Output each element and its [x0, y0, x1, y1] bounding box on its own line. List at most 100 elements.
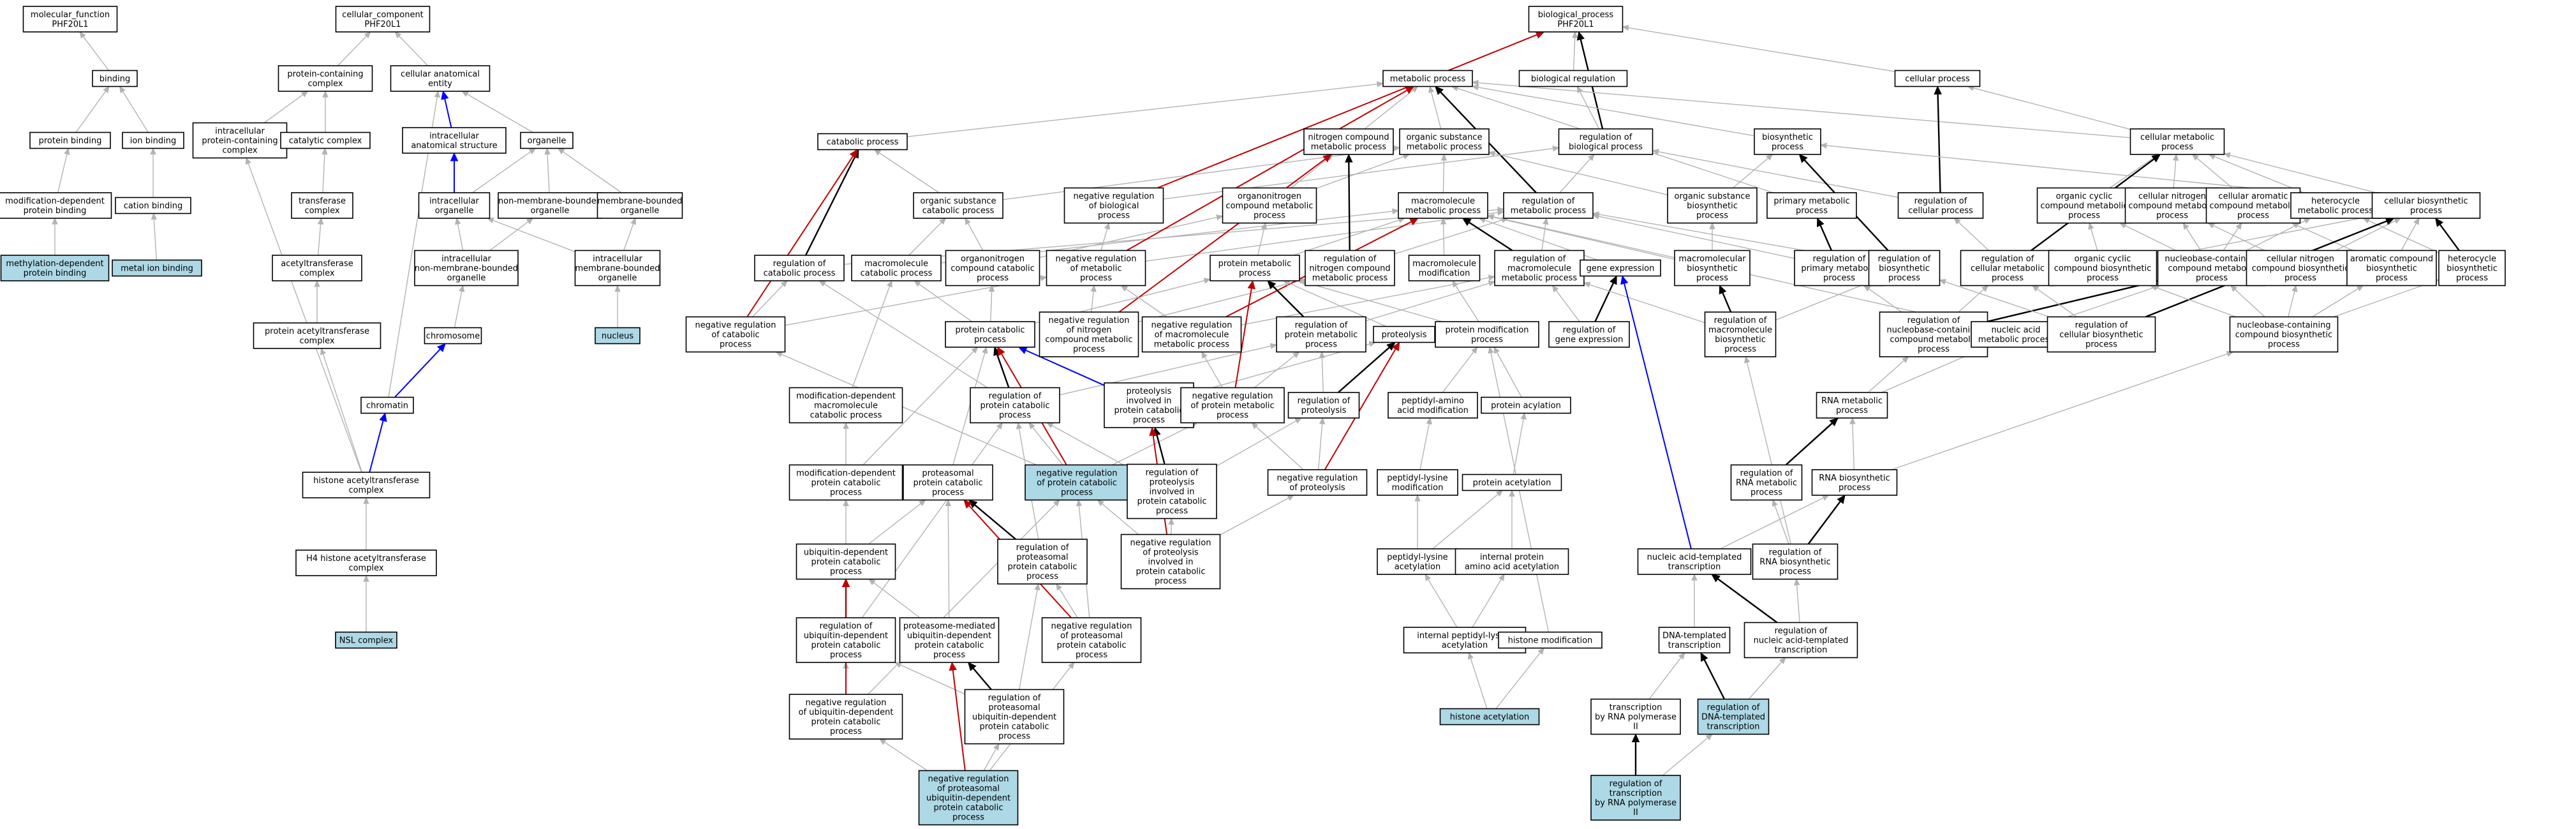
- node-histmod[interactable]: histone modification: [1498, 631, 1603, 649]
- node-protacylation[interactable]: protein acylation: [1481, 396, 1571, 414]
- node-ionbind[interactable]: ion binding: [122, 131, 184, 149]
- node-regubiqdep[interactable]: regulation ofubiquitin-dependentprotein …: [796, 617, 896, 663]
- node-protacetylation[interactable]: protein acetylation: [1462, 474, 1562, 491]
- node-proteolysis[interactable]: proteolysis: [1373, 325, 1435, 343]
- node-chromatin[interactable]: chromatin: [360, 396, 414, 414]
- node-intnonmem[interactable]: intracellularnon-membrane-boundedorganel…: [414, 250, 519, 287]
- node-binding[interactable]: binding: [92, 70, 138, 87]
- node-geneexp[interactable]: gene expression: [1580, 259, 1661, 277]
- node-regnbcmp[interactable]: regulation ofnucleobase-containingcompou…: [1879, 311, 1988, 357]
- node-protmedubiq[interactable]: proteasome-mediatedubiquitin-dependentpr…: [899, 617, 1000, 663]
- node-nucleus[interactable]: nucleus: [595, 327, 640, 345]
- node-organelle[interactable]: organelle: [520, 131, 574, 149]
- node-moddepmacrocat[interactable]: modification-dependentmacromoleculecatab…: [788, 387, 903, 424]
- node-bioreg[interactable]: biological regulation: [1518, 70, 1628, 87]
- node-chromosome[interactable]: chromosome: [424, 327, 482, 345]
- node-cellproc[interactable]: cellular process: [1894, 70, 1981, 87]
- node-histacet[interactable]: histone acetylation: [1439, 708, 1540, 726]
- node-catcomplex[interactable]: catalytic complex: [280, 131, 371, 149]
- node-metab[interactable]: metabolic process: [1382, 70, 1473, 87]
- node-cationbind[interactable]: cation binding: [115, 197, 191, 214]
